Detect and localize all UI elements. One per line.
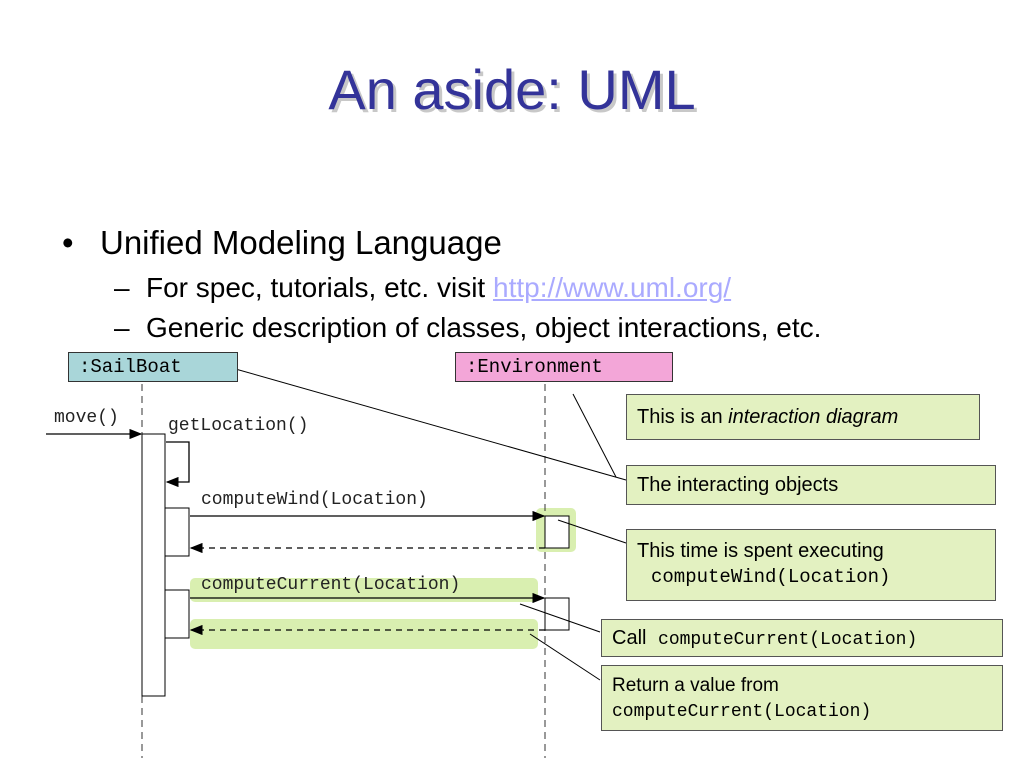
computewind-label: computeWind(Location) <box>201 490 428 510</box>
note-return-line1: Return a value from <box>612 675 779 696</box>
bullet-uml: • Unified Modeling Language <box>62 224 502 262</box>
getlocation-label: getLocation() <box>168 416 309 436</box>
note-time-spent-line1: This time is spent executing <box>637 540 884 562</box>
bullet-main-text: Unified Modeling Language <box>100 224 502 261</box>
sailboat-object: :SailBoat <box>68 352 238 382</box>
note-interaction-prefix: This is an <box>637 406 723 428</box>
note-interaction-emph: interaction diagram <box>728 406 899 428</box>
dash-icon: – <box>114 312 130 343</box>
note-interaction-diagram: This is an interaction diagram <box>626 394 980 440</box>
sailboat-activation-bar <box>141 433 166 697</box>
env-wind-activation-bar <box>544 515 570 549</box>
env-current-activation-bar <box>544 597 570 631</box>
note-call-method: computeCurrent(Location) <box>658 630 918 650</box>
getlocation-self-arrow <box>165 441 190 488</box>
sub-bullet-spec-text: For spec, tutorials, etc. visit <box>146 272 486 303</box>
note-call-word: Call <box>612 627 647 649</box>
compute-current-call-highlight <box>190 578 538 602</box>
note-return-line2: computeCurrent(Location) <box>612 702 872 722</box>
environment-object: :Environment <box>455 352 673 382</box>
callout-time-spent <box>557 519 627 544</box>
callout-environment <box>572 393 617 478</box>
dash-icon: – <box>114 272 130 303</box>
sub-bullet-spec: –For spec, tutorials, etc. visit http://… <box>114 272 731 304</box>
note-time-spent: This time is spent executing computeWind… <box>626 529 996 601</box>
note-call: Call computeCurrent(Location) <box>601 619 1003 657</box>
computecurrent-activation-bar <box>164 589 190 639</box>
note-interacting-objects: The interacting objects <box>626 465 996 505</box>
getlocation-activation-bar <box>164 507 190 557</box>
note-time-spent-line2: computeWind(Location) <box>651 566 891 588</box>
slide-title: An aside: UML <box>328 58 696 121</box>
callout-sailboat <box>231 367 627 481</box>
move-label: move() <box>54 408 119 428</box>
uml-link[interactable]: http://www.uml.org/ <box>493 272 732 303</box>
sub-bullet-generic: –Generic description of classes, object … <box>114 312 821 344</box>
compute-current-return-highlight <box>190 619 538 649</box>
sub-bullet-generic-text: Generic description of classes, object i… <box>146 312 822 343</box>
callout-return <box>529 633 601 681</box>
bullet-dot: • <box>62 224 74 261</box>
note-return: Return a value from computeCurrent(Locat… <box>601 665 1003 731</box>
computecurrent-label: computeCurrent(Location) <box>201 575 461 595</box>
callout-call <box>519 603 601 633</box>
